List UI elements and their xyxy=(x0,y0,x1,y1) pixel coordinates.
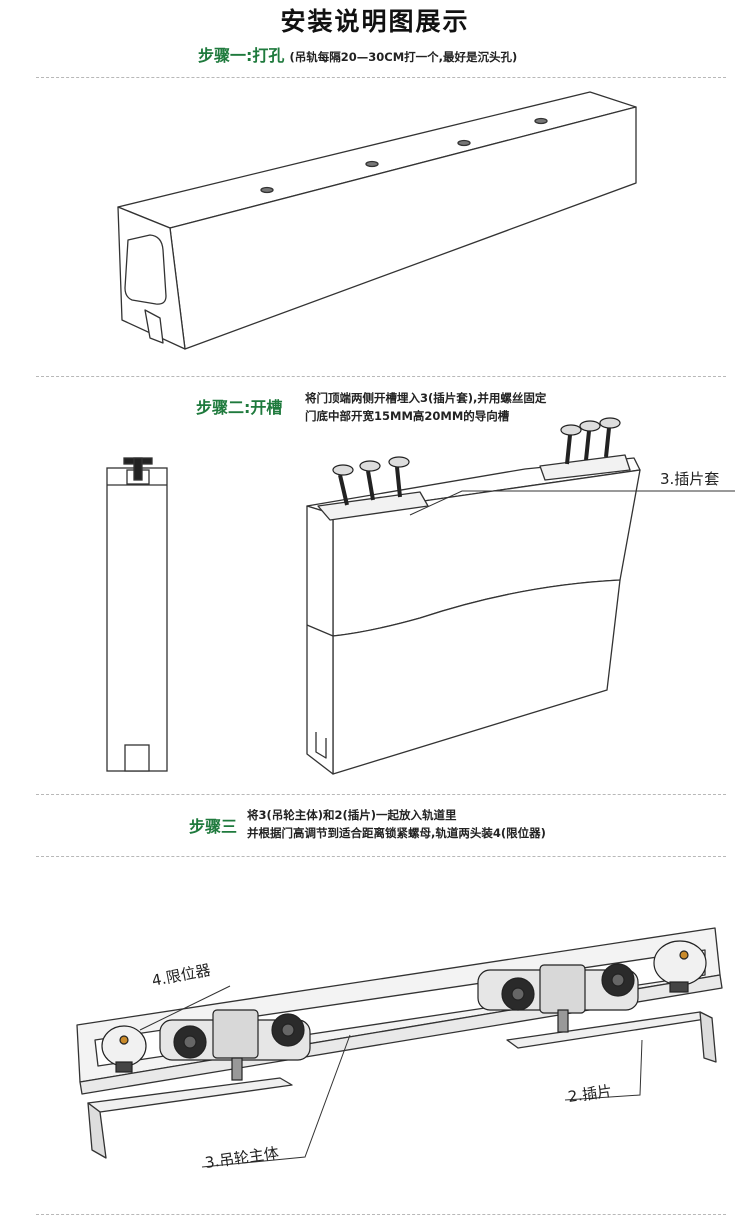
insert-left-top xyxy=(87,1077,293,1113)
screw-6 xyxy=(599,417,621,458)
step3-note-line1: 将3(吊轮主体)和2(插片)一起放入轨道里 xyxy=(247,808,457,822)
bolt-right xyxy=(557,1009,569,1033)
trolley-left xyxy=(101,1009,311,1081)
step3-note: 将3(吊轮主体)和2(插片)一起放入轨道里 并根据门高调节到适合距离锁紧螺母,轨… xyxy=(247,806,546,842)
divider-4 xyxy=(36,856,726,857)
limiter-right xyxy=(653,940,707,986)
top-slot-right xyxy=(539,454,631,481)
top-slot-left xyxy=(317,491,429,521)
callout-sleeve: 3.插片套 xyxy=(660,470,720,488)
rail-end-face xyxy=(117,206,186,350)
screw-1 xyxy=(332,464,354,506)
t-insert-stem xyxy=(133,457,143,481)
rail-side-face xyxy=(169,106,637,350)
wheel-4 xyxy=(601,963,635,997)
step2-note-line2: 门底中部开宽15MM高20MM的导向槽 xyxy=(305,409,510,423)
rail-channel xyxy=(124,234,167,305)
door-profile-body xyxy=(106,467,168,772)
trolley-right xyxy=(477,940,707,1033)
guide-slot xyxy=(124,744,150,772)
step2-label: 步骤二:开槽 xyxy=(196,398,283,417)
step3-label: 步骤三 xyxy=(189,817,238,836)
screw-4 xyxy=(560,424,582,465)
hole-4 xyxy=(534,117,548,125)
hole-2 xyxy=(365,160,379,168)
screw-3 xyxy=(388,456,410,498)
door-front-upper xyxy=(332,469,641,637)
divider-3 xyxy=(36,794,726,795)
divider-5 xyxy=(36,1214,726,1215)
step3-note-line2: 并根据门高调节到适合距离锁紧螺母,轨道两头装4(限位器) xyxy=(247,826,546,840)
step1-label: 步骤一:打孔 xyxy=(198,46,285,65)
wheel-1 xyxy=(173,1025,207,1059)
step2-note: 将门顶端两侧开槽埋入3(插片套),并用螺丝固定 门底中部开宽15MM高20MM的… xyxy=(305,389,546,425)
door-3d xyxy=(306,454,641,775)
hole-1 xyxy=(260,186,274,194)
page-title: 安装说明图展示 xyxy=(280,7,470,36)
track-assembly xyxy=(76,927,723,1159)
track-front-lip xyxy=(79,974,723,1095)
door-front-lower xyxy=(332,579,621,775)
divider-2 xyxy=(36,376,726,377)
callout-body: 3.吊轮主体 xyxy=(203,1143,280,1172)
divider-1 xyxy=(36,77,726,78)
door-profile xyxy=(106,457,168,772)
track-back xyxy=(76,927,721,1083)
step2-note-line1: 将门顶端两侧开槽埋入3(插片套),并用螺丝固定 xyxy=(305,391,547,405)
wheel-3 xyxy=(501,977,535,1011)
hole-3 xyxy=(457,139,471,147)
door-top xyxy=(306,457,641,515)
rail-illustration xyxy=(117,91,637,350)
step1-header: 步骤一:打孔 (吊轨每隔20—30CM打一个,最好是沉头孔) xyxy=(198,42,517,66)
limiter-left xyxy=(101,1025,147,1067)
callout-limiter: 4.限位器 xyxy=(150,960,213,990)
t-insert-top xyxy=(123,457,153,465)
wheel-2 xyxy=(271,1013,305,1047)
screw-5 xyxy=(579,420,601,461)
screw-2 xyxy=(359,460,381,501)
callout-line-sleeve xyxy=(409,490,735,516)
step1-note: (吊轨每隔20—30CM打一个,最好是沉头孔) xyxy=(289,50,518,64)
rail-top-face xyxy=(117,91,637,229)
insert-right-top xyxy=(506,1011,713,1049)
callout-insert: 2.插片 xyxy=(566,1081,614,1106)
bolt-left xyxy=(231,1057,243,1081)
door-side xyxy=(306,505,334,775)
callout-line-limiter xyxy=(139,985,231,1031)
screws xyxy=(332,417,621,506)
